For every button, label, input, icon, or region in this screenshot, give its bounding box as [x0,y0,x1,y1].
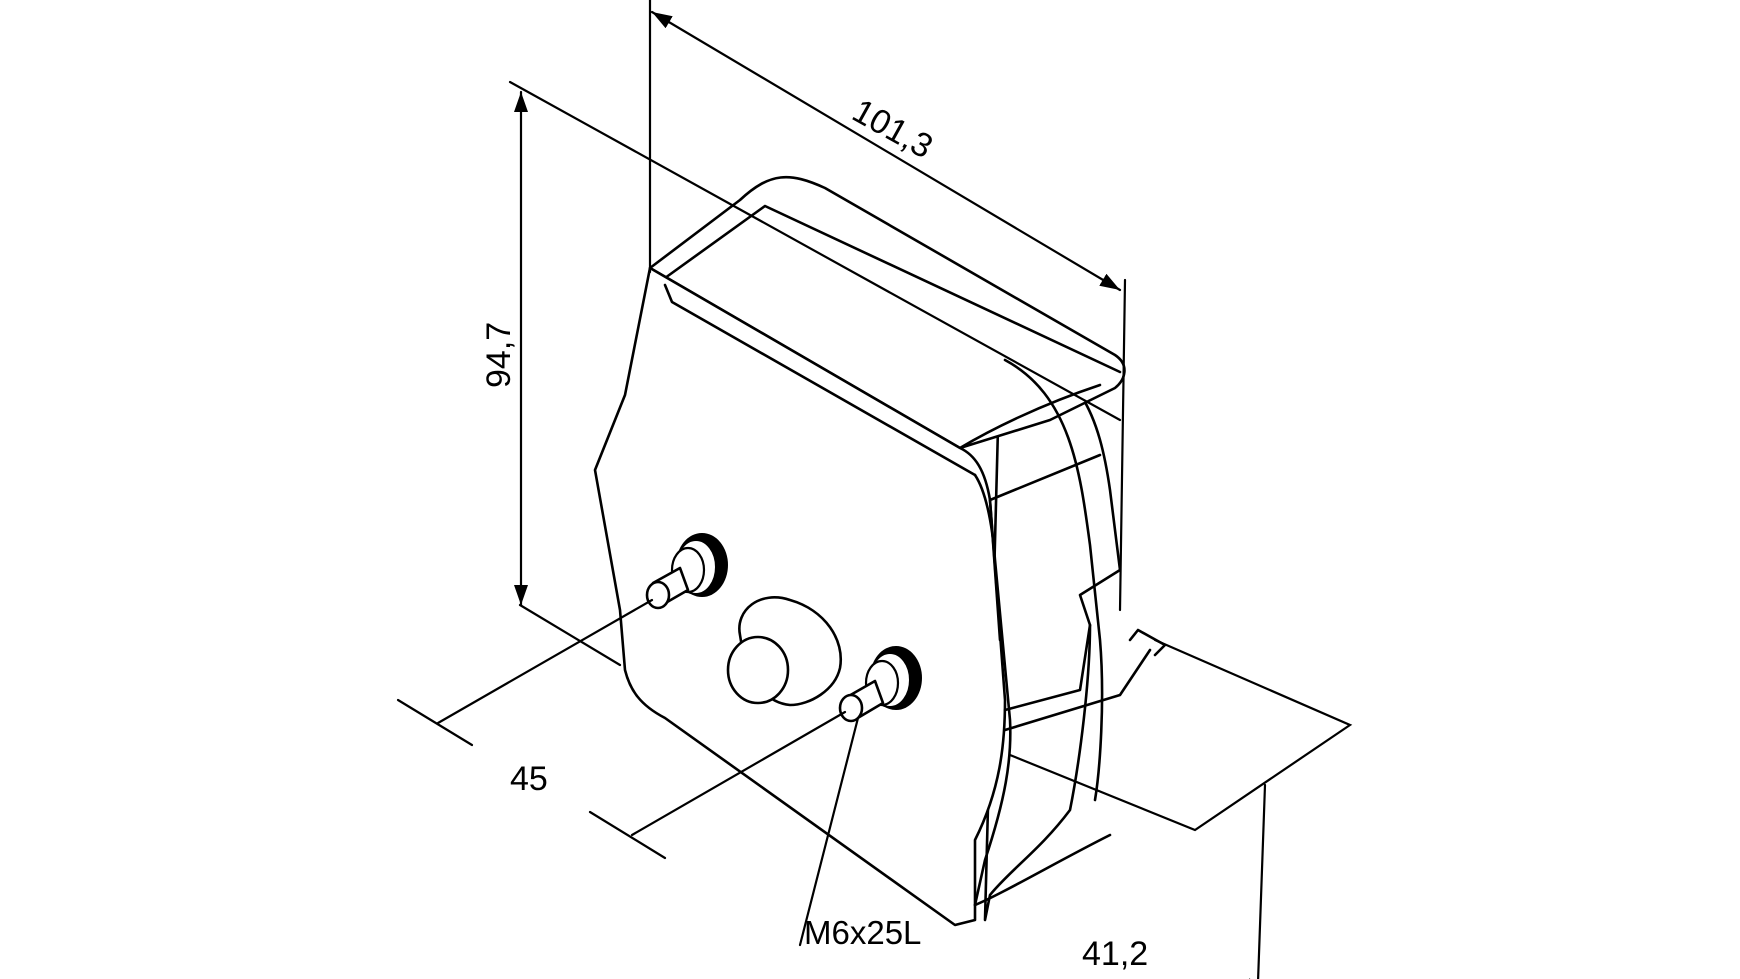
top-shoulder-ridge [958,383,1102,450]
lens-nub [726,596,843,707]
side-contour-1 [1003,358,1104,802]
callout-bolt-label: M6x25L [804,914,921,951]
depth-projection-plane [1008,638,1353,832]
leader-right [630,710,847,837]
callout-bolt: M6x25L [798,716,921,951]
extension-line [508,80,1122,422]
bolt-left [645,533,728,610]
front-right-bevel [973,473,1012,907]
extension-line [1118,278,1127,612]
front-bevel-edge [663,283,977,477]
dimension-depth-label: 41,2 [1082,935,1148,973]
bottom-flange-2 [1003,648,1152,732]
dimension-line [650,10,1122,292]
lamp-housing [593,175,1167,927]
bottom-lip [973,833,1112,907]
extension-line [1257,783,1267,979]
side-contour-2 [988,498,1002,642]
bolt-right [838,646,922,723]
side-seam [988,453,1102,502]
dimension-height-label: 94,7 [480,322,518,388]
bottom-flange [1003,623,1092,712]
tick-right [588,810,667,860]
dimension-depth: 41,2 [1082,783,1267,979]
callout-leader [798,716,860,947]
dimension-hole-spacing: 45 [396,598,847,860]
leader-left [436,598,654,725]
tick-left [396,698,474,747]
dimension-height: 94,7 [480,80,1122,667]
extension-line [518,603,622,667]
notch [1128,628,1167,657]
dimension-hole-spacing-label: 45 [510,760,548,798]
